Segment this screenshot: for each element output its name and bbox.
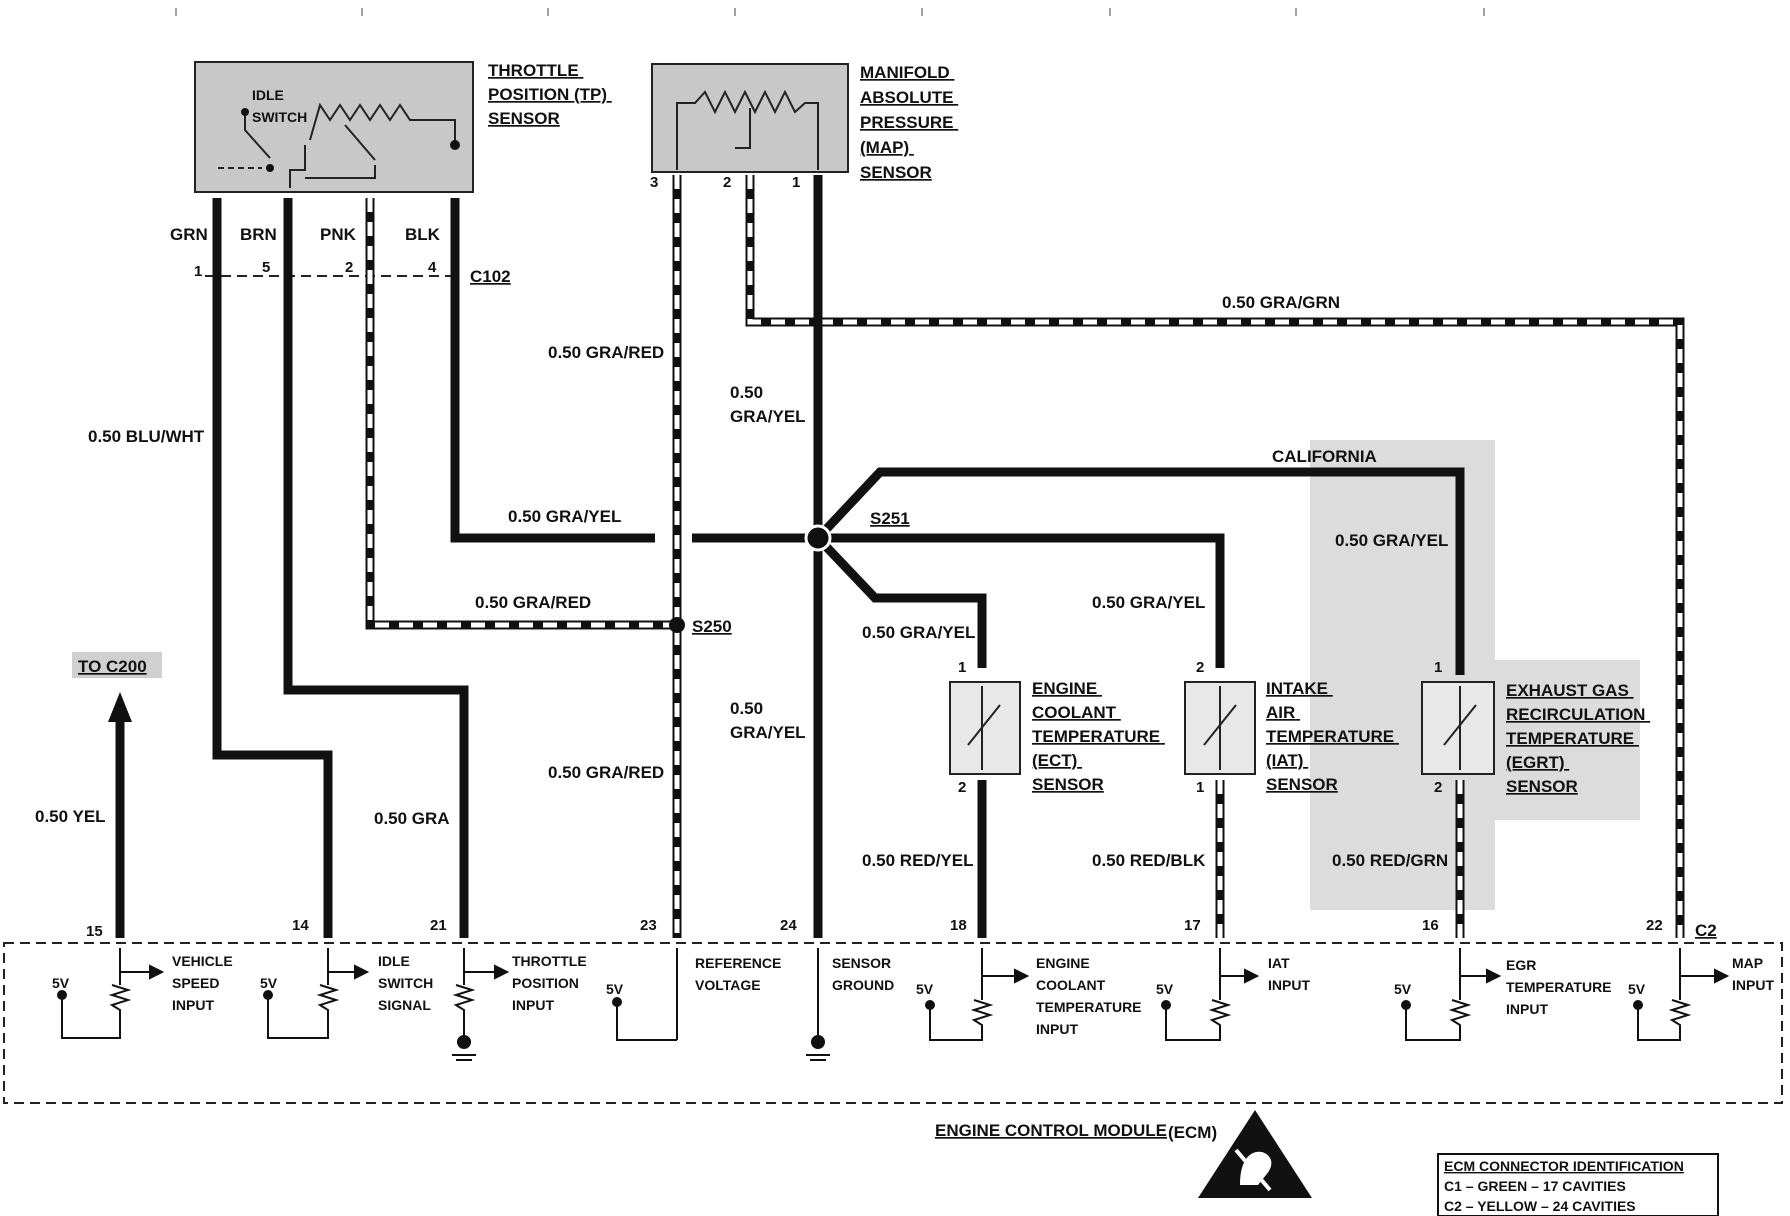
map-5v: 5V <box>1628 981 1646 997</box>
vss-5v: 5V <box>52 975 70 991</box>
tp-wire-pnk: PNK <box>320 225 357 244</box>
tp-sensor: IDLE SWITCH <box>194 61 474 193</box>
ref-5v: 5V <box>606 981 624 997</box>
arrow-up-icon <box>108 692 132 722</box>
label-california: CALIFORNIA <box>1272 447 1377 466</box>
to-c200-label: TO C200 <box>78 657 147 676</box>
tp-wire-brn: BRN <box>240 225 277 244</box>
egrt-sensor-label: EXHAUST GAS RECIRCULATION TEMPERATURE (E… <box>1506 681 1650 796</box>
ecm-pin-14: 14 <box>292 917 309 934</box>
to-c200-bg <box>72 652 162 678</box>
ect-sensor-label: ENGINE COOLANT TEMPERATURE (ECT) SENSOR <box>1032 679 1165 794</box>
label-gra-grn: 0.50 GRA/GRN <box>1222 293 1340 312</box>
shaded-area-egrt-label <box>1490 660 1640 820</box>
ecm-input-iat: IAT INPUT <box>1268 955 1310 993</box>
idle-5v: 5V <box>260 975 278 991</box>
ecm-body <box>3 942 1783 1104</box>
ecm-input-gnd: SENSOR GROUND <box>832 955 895 993</box>
ecm-pin-16: 16 <box>1422 917 1439 934</box>
wire-blu-wht <box>212 198 333 938</box>
wire-california <box>814 467 1465 675</box>
wire-gra-yel-iat <box>818 533 1225 668</box>
label-gra: 0.50 GRA <box>374 809 450 828</box>
ecm-pin-15: 15 <box>86 923 103 940</box>
ect-pin-1: 1 <box>958 659 966 676</box>
ect-pin-2: 2 <box>958 779 966 796</box>
iat-5v: 5V <box>1156 981 1174 997</box>
legend-c2: C2 – YELLOW – 24 CAVITIES <box>1444 1198 1636 1214</box>
label-gra-yel-ect: 0.50 GRA/YEL <box>862 623 975 642</box>
c102-pin-2: 2 <box>345 259 353 276</box>
esd-warning-icon <box>1198 1110 1312 1198</box>
egrt-pin-1: 1 <box>1434 659 1442 676</box>
egrt-sensor <box>1421 681 1495 775</box>
wire-gra-yel-tp <box>450 198 655 543</box>
label-gra-yel-lower: 0.50 GRA/YEL <box>730 699 806 742</box>
ecm-input-egr: EGR TEMPERATURE INPUT <box>1506 957 1615 1017</box>
iat-sensor <box>1184 681 1256 775</box>
label-red-grn: 0.50 RED/GRN <box>1332 851 1448 870</box>
ecm-input-idle: IDLE SWITCH SIGNAL <box>378 953 437 1013</box>
ecm-pin-24: 24 <box>780 917 797 934</box>
label-gra-yel-egrt: 0.50 GRA/YEL <box>1335 531 1448 550</box>
label-yel: 0.50 YEL <box>35 807 106 826</box>
map-sensor <box>651 63 849 173</box>
legend-c1: C1 – GREEN – 17 CAVITIES <box>1444 1178 1626 1194</box>
label-red-blk: 0.50 RED/BLK <box>1092 851 1206 870</box>
tp-wire-blk: BLK <box>405 225 441 244</box>
shaded-area-egrt <box>1310 440 1495 910</box>
ecm-abbr-label: (ECM) <box>1168 1123 1217 1142</box>
map-pin-1: 1 <box>792 174 800 191</box>
ecm-input-tps: THROTTLE POSITION INPUT <box>512 953 591 1013</box>
ect-5v: 5V <box>916 981 934 997</box>
wire-gra-grn <box>745 175 1685 938</box>
label-gra-red-s250: 0.50 GRA/RED <box>475 593 591 612</box>
ecm-pin-21: 21 <box>430 917 447 934</box>
map-sensor-label: MANIFOLD ABSOLUTE PRESSURE (MAP) SENSOR <box>860 63 958 182</box>
ecm-pin-22: 22 <box>1646 917 1663 934</box>
egrt-pin-2: 2 <box>1434 779 1442 796</box>
label-blu-wht: 0.50 BLU/WHT <box>88 427 205 446</box>
map-pin-2: 2 <box>723 174 731 191</box>
ecm-input-ref: REFERENCE VOLTAGE <box>695 955 785 993</box>
ect-sensor <box>949 681 1021 775</box>
tp-wire-grn: GRN <box>170 225 208 244</box>
c102-pin-1: 1 <box>194 263 202 280</box>
iat-pin-2: 2 <box>1196 659 1204 676</box>
ecm-pin-18: 18 <box>950 917 967 934</box>
ecm-pin-17: 17 <box>1184 917 1201 934</box>
legend-title: ECM CONNECTOR IDENTIFICATION <box>1444 1158 1684 1174</box>
iat-pin-1: 1 <box>1196 779 1204 796</box>
label-gra-yel-tp: 0.50 GRA/YEL <box>508 507 621 526</box>
margin-ticks <box>175 8 1485 16</box>
c102-pin-4: 4 <box>428 259 437 276</box>
ecm-label: ENGINE CONTROL MODULE <box>935 1121 1167 1140</box>
label-red-yel: 0.50 RED/YEL <box>862 851 974 870</box>
wire-gra-red-tp <box>365 198 675 630</box>
connector-legend: ECM CONNECTOR IDENTIFICATION C1 – GREEN … <box>1437 1153 1719 1216</box>
label-gra-yel-map: 0.50 GRA/YEL <box>730 383 806 426</box>
s250-label: S250 <box>692 617 732 636</box>
wire-gra <box>283 198 469 938</box>
map-pin-3: 3 <box>650 174 658 191</box>
ecm-circuits <box>57 948 1730 1061</box>
ecm-input-ect: ENGINE COOLANT TEMPERATURE INPUT <box>1036 955 1145 1037</box>
c2-label: C2 <box>1695 921 1717 940</box>
splice-s250 <box>669 617 685 633</box>
label-gra-red-top: 0.50 GRA/RED <box>548 343 664 362</box>
tp-sensor-label: THROTTLE POSITION (TP) SENSOR <box>488 61 612 128</box>
s251-label: S251 <box>870 509 910 528</box>
tp-idle-switch-label: IDLE SWITCH <box>252 87 307 125</box>
egr-5v: 5V <box>1394 981 1412 997</box>
ecm-input-vss: VEHICLE SPEED INPUT <box>172 953 237 1013</box>
label-gra-red-lower: 0.50 GRA/RED <box>548 763 664 782</box>
wire-gra-yel-ect <box>814 534 987 668</box>
label-gra-yel-iat: 0.50 GRA/YEL <box>1092 593 1205 612</box>
ecm-input-map: MAP INPUT <box>1732 955 1774 993</box>
iat-sensor-label: INTAKE AIR TEMPERATURE (IAT) SENSOR <box>1266 679 1399 794</box>
ecm-pin-23: 23 <box>640 917 657 934</box>
c102-label: C102 <box>470 267 511 286</box>
c102-pin-5: 5 <box>262 259 270 276</box>
